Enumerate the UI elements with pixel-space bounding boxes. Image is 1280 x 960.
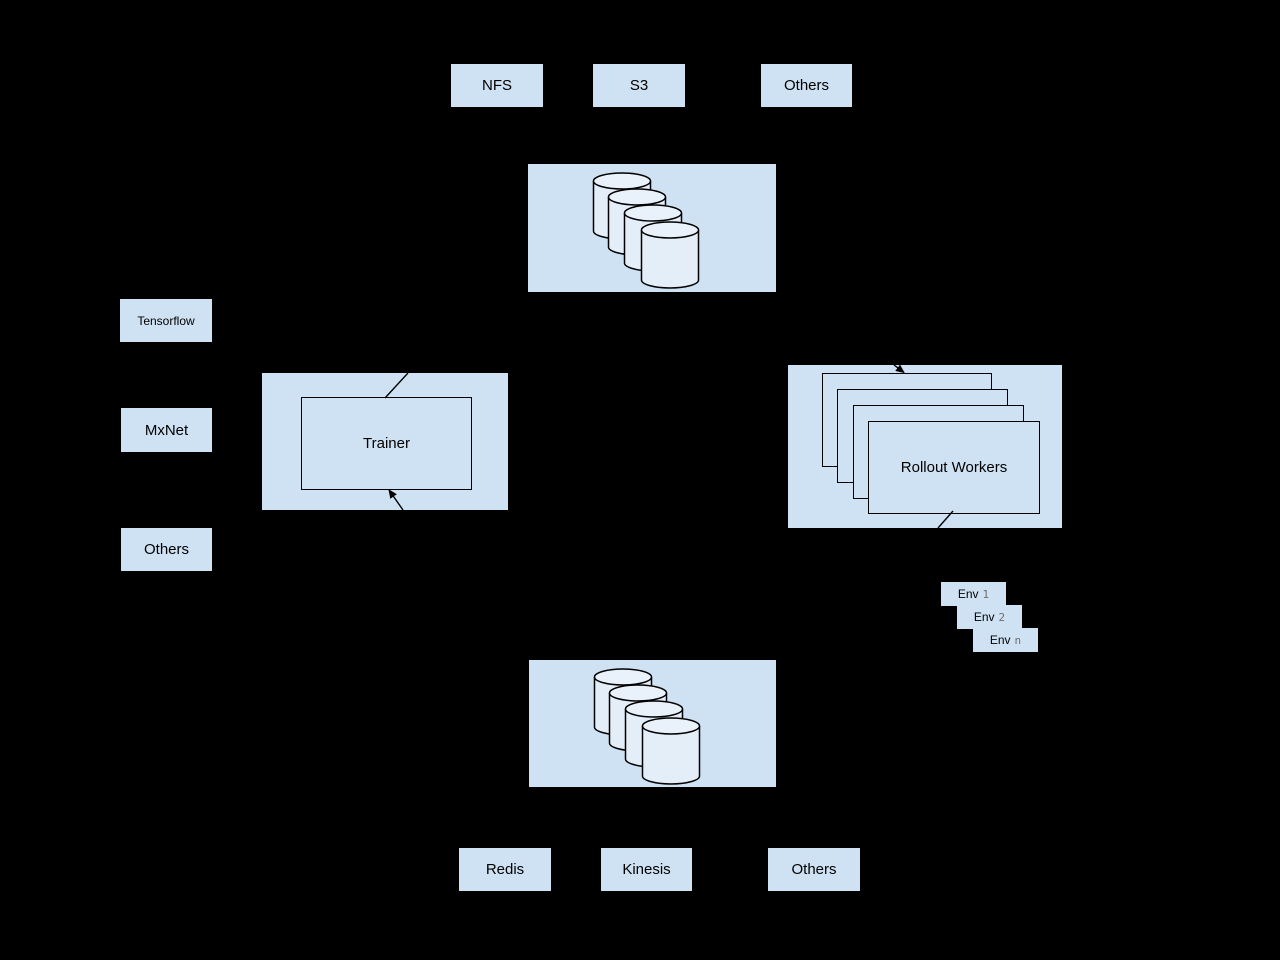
storage-option-s3: S3 xyxy=(593,64,685,107)
framework-option-others: Others xyxy=(121,528,212,571)
queue-option-kinesis: Kinesis xyxy=(601,848,692,891)
worker-card-front: Rollout Workers xyxy=(868,421,1040,514)
env-chip-n: Env n xyxy=(973,628,1038,652)
experience-storage-box xyxy=(529,660,776,787)
env-chip-2-label: Env xyxy=(973,610,995,624)
model-storage-box xyxy=(528,164,776,292)
database-cylinder xyxy=(641,717,701,785)
database-icon xyxy=(593,668,701,785)
env-chip-1-index: 1 xyxy=(982,587,990,601)
env-chip-n-index: n xyxy=(1014,633,1022,647)
framework-option-mxnet-label: MxNet xyxy=(144,421,189,439)
queue-option-redis: Redis xyxy=(459,848,551,891)
queue-option-others-label: Others xyxy=(791,861,837,878)
trainer-panel: Trainer xyxy=(262,373,508,510)
rollout-workers-label: Rollout Workers xyxy=(900,459,1008,476)
framework-option-tensorflow: Tensorflow xyxy=(120,299,212,342)
framework-option-tensorflow-label: Tensorflow xyxy=(137,313,195,328)
rollout-incoming-arrow-icon xyxy=(893,365,905,374)
trainer-outgoing-line xyxy=(384,373,409,399)
env-chip-1: Env 1 xyxy=(941,582,1006,606)
storage-option-others: Others xyxy=(761,64,852,107)
storage-option-nfs: NFS xyxy=(451,64,543,107)
framework-option-mxnet: MxNet xyxy=(121,408,212,452)
storage-option-s3-label: S3 xyxy=(629,77,649,94)
queue-option-redis-label: Redis xyxy=(485,861,525,878)
trainer-box: Trainer xyxy=(301,397,472,490)
storage-option-nfs-label: NFS xyxy=(482,77,512,94)
env-chip-2: Env 2 xyxy=(957,605,1022,629)
trainer-label: Trainer xyxy=(363,435,410,452)
env-chip-n-label: Env xyxy=(989,633,1011,647)
env-chip-2-index: 2 xyxy=(998,610,1006,624)
database-icon xyxy=(592,172,700,289)
framework-option-others-label: Others xyxy=(143,541,189,558)
storage-option-others-label: Others xyxy=(783,77,829,94)
rollout-workers-panel: Rollout Workers xyxy=(788,365,1062,528)
queue-option-others: Others xyxy=(768,848,860,891)
queue-option-kinesis-label: Kinesis xyxy=(622,861,671,878)
env-chip-1-label: Env xyxy=(957,587,979,601)
database-cylinder xyxy=(640,221,700,289)
trainer-incoming-arrow-icon xyxy=(388,489,404,510)
